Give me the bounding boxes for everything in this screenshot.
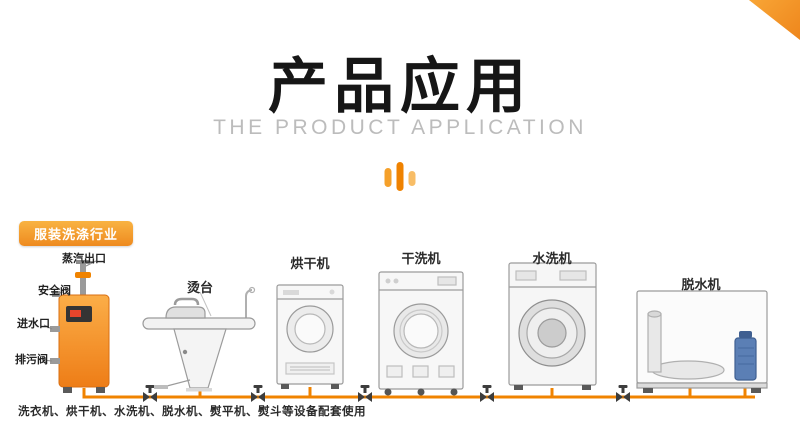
steam-boiler bbox=[41, 260, 110, 393]
washing-machine bbox=[508, 262, 597, 390]
label-dryer: 烘干机 bbox=[290, 256, 330, 271]
page-subtitle: THE PRODUCT APPLICATION bbox=[213, 116, 587, 139]
label-water-inlet: 进水口 bbox=[17, 318, 50, 330]
industry-badge-label: 服装洗涤行业 bbox=[33, 227, 118, 242]
bar-right bbox=[408, 171, 416, 186]
dewatering-machine bbox=[636, 290, 768, 393]
ironing-table bbox=[142, 286, 256, 392]
triple-bars-icon bbox=[384, 162, 416, 194]
label-safety-valve: 安全阀 bbox=[38, 285, 71, 297]
label-dewaterer: 脱水机 bbox=[681, 277, 721, 292]
label-dry-cleaner: 干洗机 bbox=[401, 251, 441, 266]
bar-left bbox=[384, 168, 392, 187]
footer-caption: 洗衣机、烘干机、水洗机、脱水机、熨平机、熨斗等设备配套使用 bbox=[18, 406, 366, 418]
label-washer: 水洗机 bbox=[532, 251, 572, 266]
dryer-machine bbox=[276, 284, 344, 389]
label-ironing-table: 烫台 bbox=[186, 280, 214, 295]
label-drain-valve: 排污阀 bbox=[15, 354, 48, 366]
dry-cleaning-machine bbox=[378, 271, 464, 396]
page-title: 产品应用 bbox=[268, 53, 532, 120]
label-steam-outlet: 蒸汽出口 bbox=[62, 253, 106, 265]
pipe-valve-icons bbox=[143, 385, 630, 402]
bar-middle bbox=[396, 162, 404, 191]
industry-badge: 服装洗涤行业 bbox=[19, 221, 133, 246]
